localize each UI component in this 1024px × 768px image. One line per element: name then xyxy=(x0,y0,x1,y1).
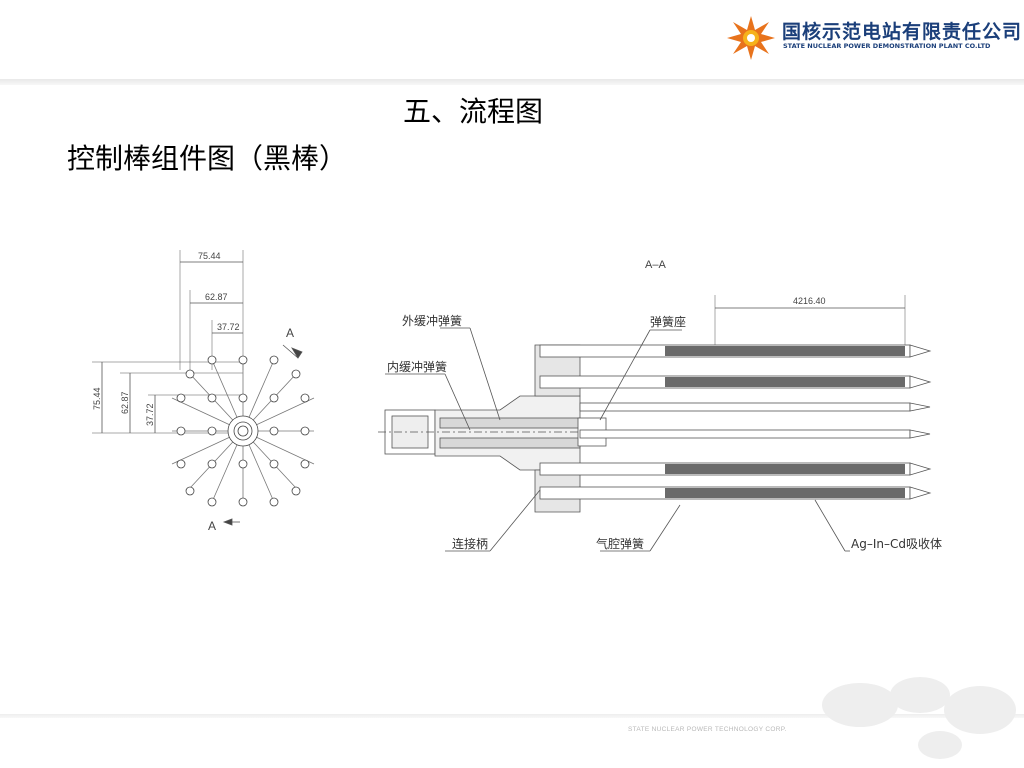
section-title: 五、流程图 xyxy=(403,95,544,128)
footer-divider xyxy=(0,714,1024,718)
plan-dim-left-inner: 37.72 xyxy=(145,403,155,426)
slide-subtitle: 控制棒组件图（黑棒） xyxy=(67,142,348,175)
plan-dim-top-middle: 62.87 xyxy=(205,292,228,302)
plan-dim-top-inner: 37.72 xyxy=(217,322,240,332)
section-marker-bottom: A xyxy=(208,519,216,533)
section-marker-top: A xyxy=(286,326,294,340)
company-logo-icon xyxy=(727,16,775,60)
plan-view xyxy=(92,250,315,526)
footer-company-text: STATE NUCLEAR POWER TECHNOLOGY CORP. xyxy=(628,726,787,733)
company-name-cn: 国核示范电站有限责任公司 xyxy=(782,21,1023,43)
label-plenum-spring: 气腔弹簧 xyxy=(596,536,644,551)
header-band xyxy=(0,0,1024,78)
section-view-title: A–A xyxy=(645,259,666,271)
plan-dim-left-middle: 62.87 xyxy=(120,391,130,414)
plan-dim-top-outer: 75.44 xyxy=(198,251,221,261)
label-connector-handle: 连接柄 xyxy=(452,536,488,551)
world-map-watermark-icon xyxy=(822,677,1016,759)
section-dim-length: 4216.40 xyxy=(793,296,826,306)
header-divider xyxy=(0,79,1024,85)
section-view xyxy=(378,295,932,552)
company-name-en: STATE NUCLEAR POWER DEMONSTRATION PLANT … xyxy=(783,42,991,50)
label-inner-buffer-spring: 内缓冲弹簧 xyxy=(387,359,447,374)
label-spring-seat: 弹簧座 xyxy=(650,314,686,329)
label-absorber: Ag–In–Cd吸收体 xyxy=(851,537,942,551)
plan-dim-left-outer: 75.44 xyxy=(92,387,102,410)
label-outer-buffer-spring: 外缓冲弹簧 xyxy=(402,313,462,328)
